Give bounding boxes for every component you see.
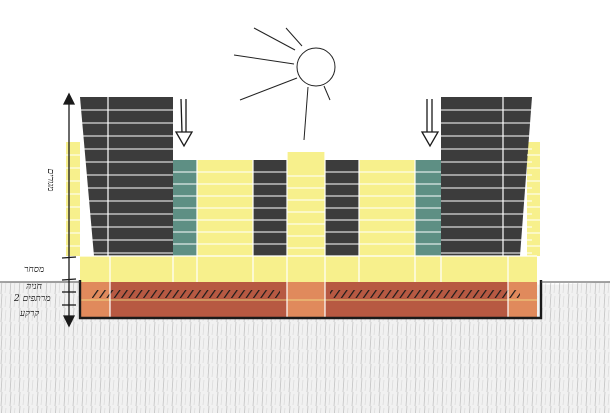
- basement-hatch-left: [92, 290, 280, 298]
- down-arrow-icon: [174, 98, 194, 148]
- down-arrow-icon-right: [420, 99, 440, 148]
- right-tower-wing: [527, 142, 540, 256]
- floor-lines: [66, 109, 540, 257]
- underground-levels: [80, 282, 537, 318]
- right-tower: [441, 97, 532, 256]
- label-parking: חניה: [26, 282, 43, 292]
- central-core: [287, 152, 325, 282]
- column-dividers: [109, 152, 509, 318]
- basement-hatch-right: [330, 290, 520, 298]
- height-dimension-line: [61, 92, 77, 328]
- site-boundary: [78, 280, 543, 320]
- sun-icon: [233, 27, 336, 141]
- label-commerce: מסחר: [24, 265, 44, 275]
- left-tower: [80, 97, 173, 256]
- label-residential: מגורים: [45, 168, 55, 191]
- label-basement: 2 מרתפים: [13, 294, 51, 304]
- left-tower-wing: [66, 142, 80, 256]
- label-ground: קרקע: [19, 309, 39, 319]
